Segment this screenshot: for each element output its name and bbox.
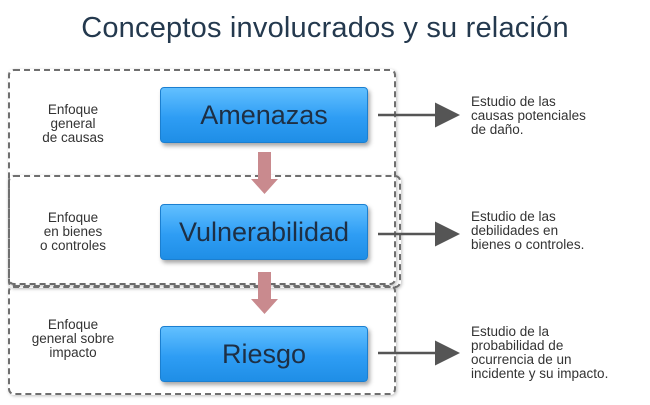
concept-box-riesgo: Riesgo [160, 326, 368, 382]
description-line: bienes o controles. [471, 237, 585, 252]
description-line: de daño. [471, 122, 524, 137]
approach-label-causas: Enfoque general de causas [18, 103, 128, 145]
description-amenazas: Estudio de las causas potenciales de dañ… [471, 95, 646, 137]
approach-line: general [50, 116, 96, 131]
description-line: Estudio de las [471, 94, 556, 109]
approach-line: o controles [39, 238, 107, 253]
concept-box-amenazas: Amenazas [160, 87, 368, 143]
approach-line: Enfoque [47, 210, 99, 225]
down-arrow-vulnerabilidad-to-riesgo [251, 272, 278, 314]
approach-line: Enfoque [47, 317, 99, 332]
approach-line: en bienes [43, 224, 103, 239]
approach-line: general sobre [31, 331, 115, 346]
risk-approach-dashed-box [8, 285, 396, 395]
vulnerability-approach-dashed-box [8, 175, 401, 288]
down-arrow-amenazas-to-vulnerabilidad [251, 152, 278, 194]
description-line: causas potenciales [471, 108, 586, 123]
description-line: Estudio de las [471, 209, 556, 224]
description-line: probabilidad de [471, 338, 564, 353]
approach-line: Enfoque [47, 102, 99, 117]
description-line: Estudio de la [471, 324, 550, 339]
description-vulnerabilidad: Estudio de las debilidades en bienes o c… [471, 210, 646, 252]
approach-line: de causas [42, 130, 104, 145]
description-riesgo: Estudio de la probabilidad de ocurrencia… [471, 325, 646, 381]
description-line: ocurrencia de un [471, 352, 572, 367]
description-line: debilidades en [471, 223, 559, 238]
approach-label-impacto: Enfoque general sobre impacto [18, 318, 128, 360]
description-line: incidente y su impacto. [471, 366, 609, 381]
approach-label-bienes: Enfoque en bienes o controles [18, 211, 128, 253]
approach-line: impacto [49, 345, 97, 360]
page-title: Conceptos involucrados y su relación [81, 12, 569, 44]
concept-box-vulnerabilidad: Vulnerabilidad [160, 204, 368, 260]
